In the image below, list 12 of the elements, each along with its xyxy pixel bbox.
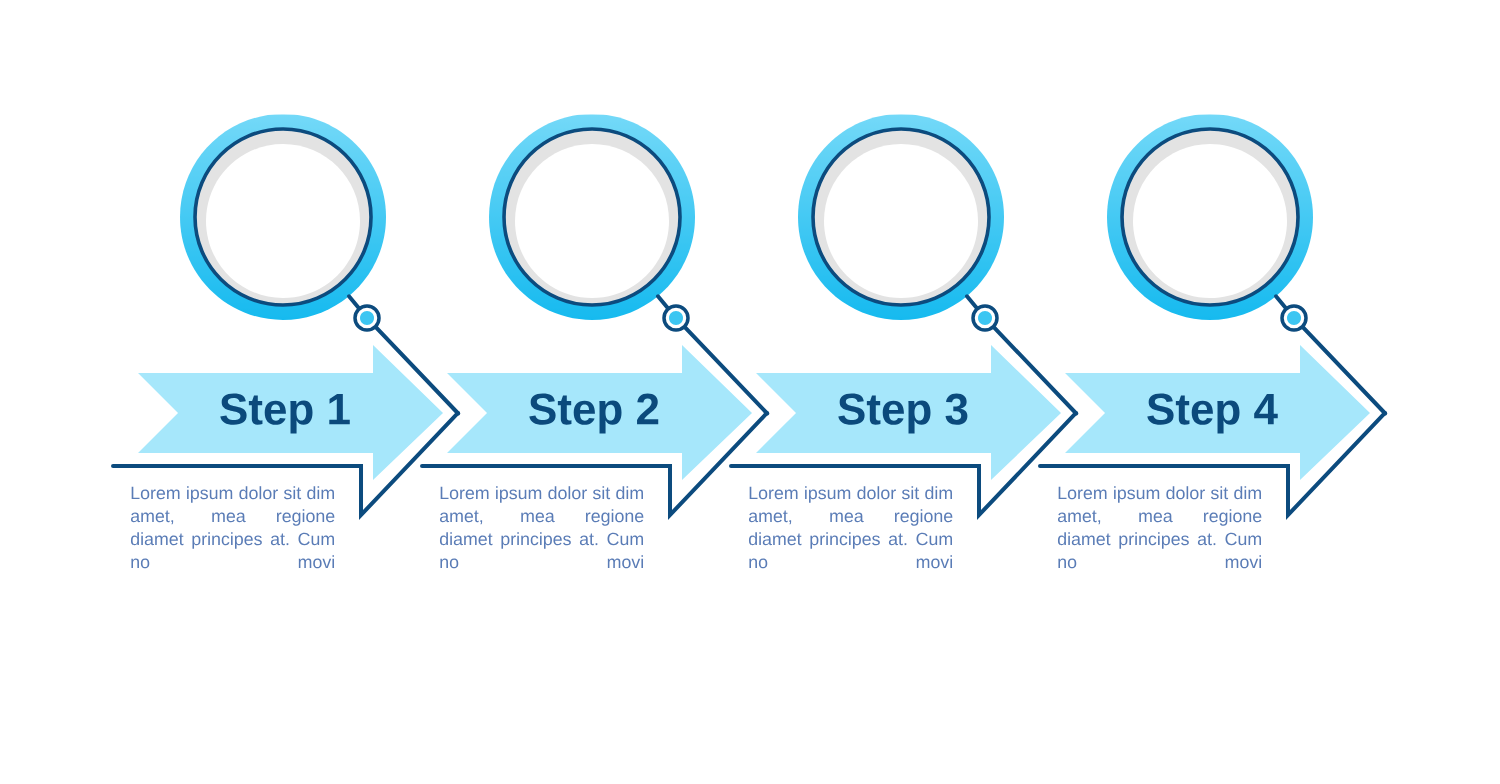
- ring-circle: [193, 127, 373, 307]
- step-banner: Step 1: [138, 345, 443, 480]
- step-banner: Step 2: [447, 345, 752, 480]
- description-text: Lorem ipsum dolor sit dim amet, mea regione diamet principes at. Cum no movi: [130, 486, 335, 569]
- step-banner: Step 3: [756, 345, 1061, 480]
- ring-circle: [1120, 127, 1300, 307]
- ring-circle: [811, 127, 991, 307]
- description-text: Lorem ipsum dolor sit dim amet, mea regione diamet principes at. Cum no movi: [1057, 486, 1262, 569]
- step-banner: Step 4: [1065, 345, 1370, 480]
- description-text: Lorem ipsum dolor sit dim amet, mea regione diamet principes at. Cum no movi: [748, 486, 953, 569]
- ring-circle: [502, 127, 682, 307]
- description-text: Lorem ipsum dolor sit dim amet, mea regione diamet principes at. Cum no movi: [439, 486, 644, 569]
